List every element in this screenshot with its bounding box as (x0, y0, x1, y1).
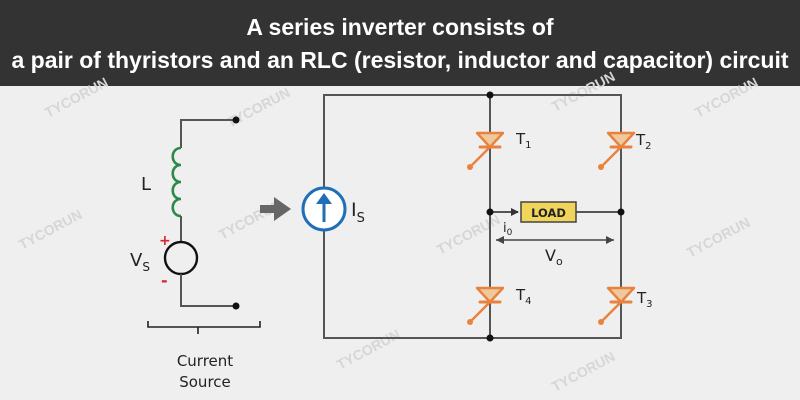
junction-dot (486, 208, 494, 216)
title-line-1: A series inverter consists of (246, 14, 554, 40)
terminal-dot (232, 116, 240, 124)
watermark: TYCORUN (224, 84, 293, 131)
caption-source: Source (179, 373, 231, 391)
left-arrowhead-icon (496, 236, 504, 244)
inductor-coil (171, 146, 182, 218)
watermarks: TYCORUN TYCORUN TYCORUN TYCORUN TYCORUN … (16, 68, 761, 395)
inverter-bridge: IS T1 T2 T4 T3 LOAD (301, 91, 653, 342)
terminal-dot (232, 302, 240, 310)
thyristor-label: T2 (635, 131, 652, 152)
current-source-label: IS (351, 199, 365, 226)
outer-wire (323, 94, 622, 339)
thyristor-label: T4 (515, 286, 532, 307)
title-banner: A series inverter consists of a pair of … (0, 0, 800, 86)
thyristor-t3: T3 (596, 286, 653, 327)
load-label: LOAD (531, 206, 566, 220)
junction-dot (486, 91, 494, 99)
watermark: TYCORUN (16, 206, 85, 253)
watermark: TYCORUN (334, 326, 403, 373)
watermark: TYCORUN (549, 68, 618, 115)
plus-sign: + (159, 233, 171, 249)
watermark: TYCORUN (42, 74, 111, 121)
inductor-label: L (141, 174, 151, 195)
load-current-label: i0 (503, 221, 513, 238)
transform-arrow-icon (260, 197, 291, 221)
up-arrow-icon (316, 193, 332, 204)
voltage-source-label: VS (130, 250, 150, 274)
brace (147, 321, 261, 334)
thyristor-label: T1 (515, 130, 532, 151)
watermark: TYCORUN (692, 74, 761, 121)
current-source-equivalent: L VS + - Current Source (130, 116, 261, 391)
thyristor-t2: T2 (596, 131, 652, 172)
thyristor-t4: T4 (465, 286, 532, 327)
junction-dot (486, 334, 494, 342)
minus-sign: - (161, 271, 168, 290)
watermark: TYCORUN (434, 211, 503, 258)
title-line-2: a pair of thyristors and an RLC (resisto… (11, 47, 789, 73)
wire (180, 274, 236, 307)
wire (180, 119, 236, 148)
watermark: TYCORUN (684, 214, 753, 261)
thyristor-label: T3 (636, 289, 653, 310)
junction-dot (617, 208, 625, 216)
load-box (520, 201, 577, 223)
caption-current: Current (177, 352, 233, 370)
thyristor-t1: T1 (465, 130, 532, 172)
watermark: TYCORUN (549, 348, 618, 395)
output-voltage-label: Vo (545, 246, 563, 268)
right-arrowhead-icon (606, 236, 614, 244)
